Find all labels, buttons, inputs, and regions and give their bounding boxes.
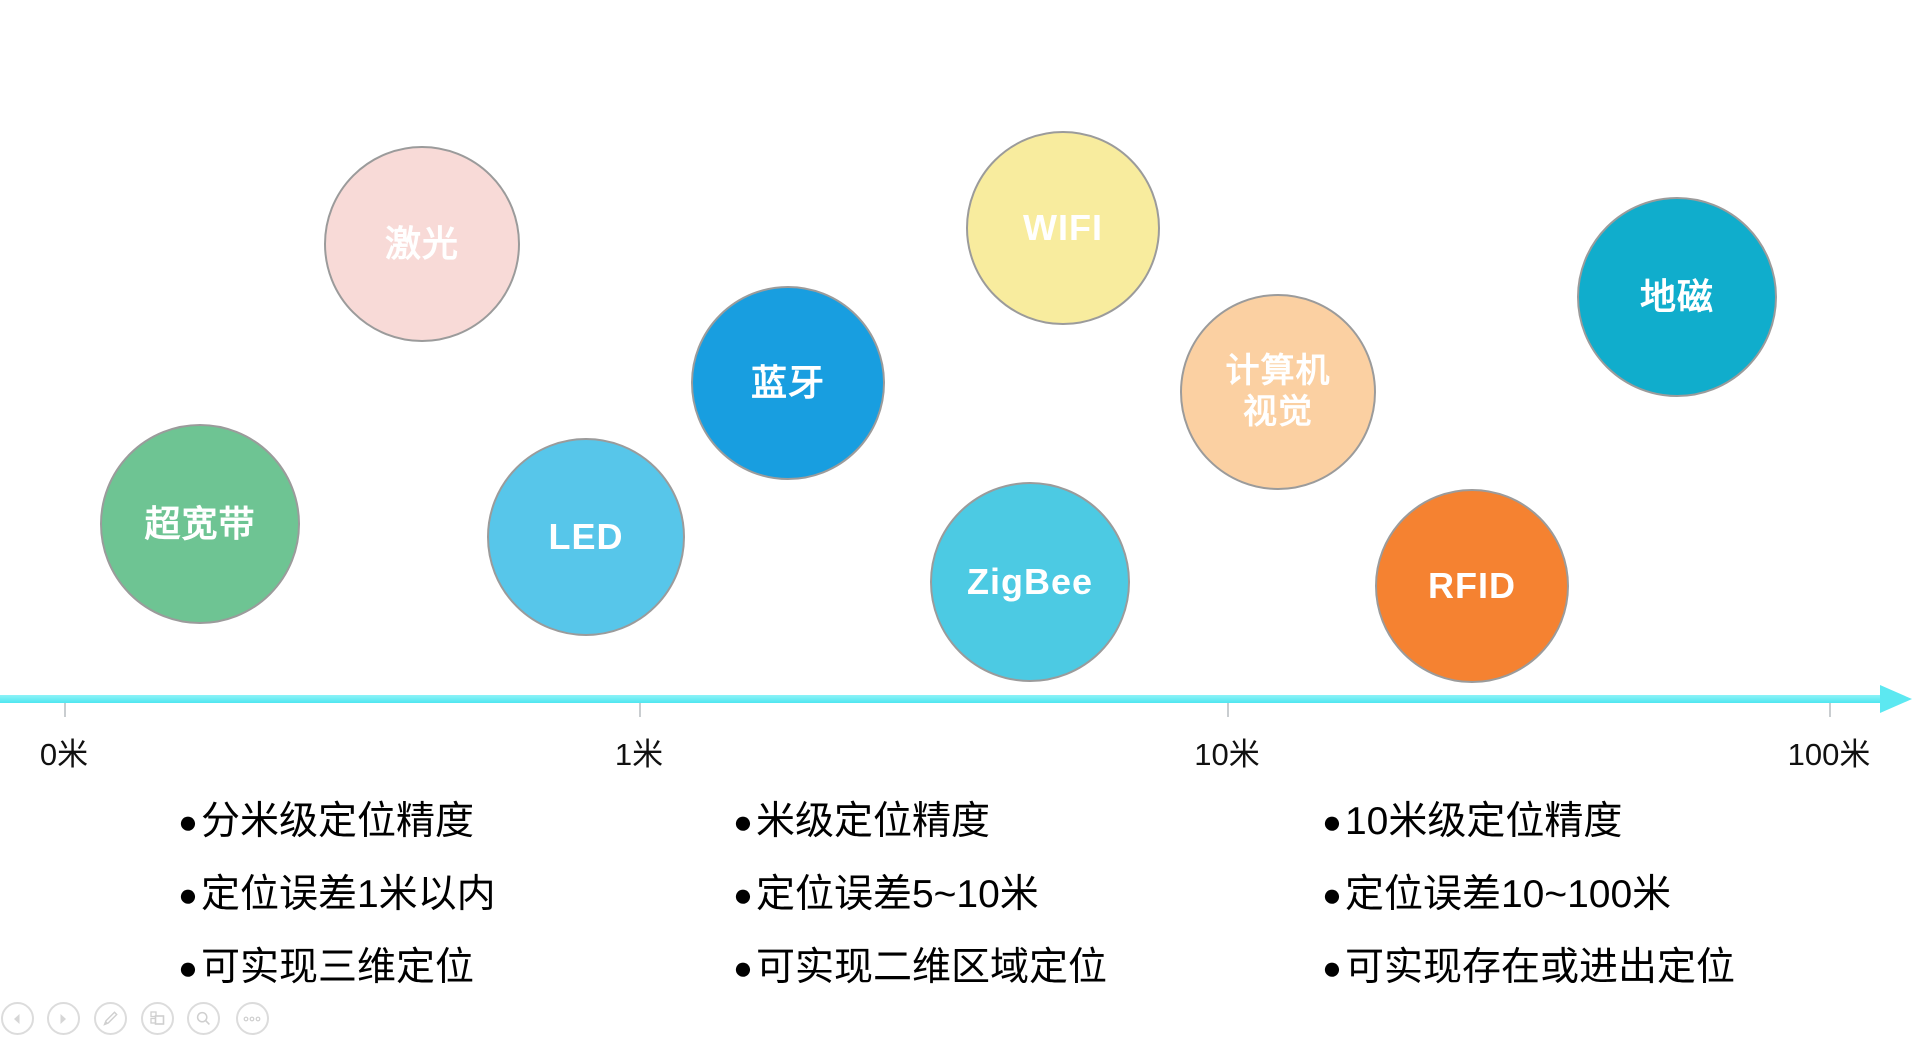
bubble-label: 超宽带	[144, 503, 256, 545]
note-item-text: 米级定位精度	[755, 800, 990, 843]
bullet-icon: ●	[1322, 803, 1342, 840]
axis-tick	[639, 703, 641, 717]
bullet-icon: ●	[178, 949, 198, 986]
next-button[interactable]	[46, 1002, 80, 1035]
bubble-uwb: 超宽带	[100, 424, 300, 624]
note-item: ●分米级定位精度	[178, 785, 496, 858]
more-button[interactable]	[235, 1002, 269, 1035]
prev-icon	[9, 1011, 25, 1027]
bubble-label: 激光	[384, 223, 459, 265]
axis-tick-label: 10米	[1194, 737, 1260, 772]
bullet-icon: ●	[178, 803, 198, 840]
note-column-1: ●分米级定位精度●定位误差1米以内●可实现三维定位	[178, 785, 496, 1004]
slides-icon	[149, 1010, 166, 1027]
bubble-laser: 激光	[324, 146, 520, 342]
bullet-icon: ●	[733, 949, 753, 986]
axis-tick-label: 1米	[614, 737, 664, 772]
slides-button[interactable]	[140, 1002, 174, 1035]
note-item-text: 定位误差10~100米	[1344, 873, 1672, 916]
bullet-icon: ●	[1322, 876, 1342, 913]
bullet-icon: ●	[1322, 949, 1342, 986]
axis-tick	[64, 703, 66, 717]
axis-tick-label: 100米	[1787, 737, 1871, 772]
next-icon	[55, 1011, 71, 1027]
bubble-bluetooth: 蓝牙	[691, 286, 885, 480]
bubble-geomagnetic: 地磁	[1577, 197, 1777, 397]
magnifier-button[interactable]	[186, 1002, 220, 1035]
axis-line	[0, 695, 1886, 703]
prev-button[interactable]	[0, 1002, 34, 1035]
note-item-text: 可实现三维定位	[200, 946, 474, 989]
bubble-zigbee: ZigBee	[930, 482, 1130, 682]
note-item: ●可实现存在或进出定位	[1322, 931, 1735, 1004]
more-icon	[243, 1015, 261, 1023]
note-item-text: 可实现存在或进出定位	[1344, 946, 1735, 989]
bubble-label: 蓝牙	[750, 362, 825, 404]
note-item: ●米级定位精度	[733, 785, 1107, 858]
bubble-label: RFID	[1428, 565, 1516, 607]
note-item-text: 定位误差5~10米	[755, 873, 1039, 916]
bubble-wifi: WIFI	[966, 131, 1160, 325]
bubble-label: WIFI	[1023, 207, 1103, 249]
note-item: ●可实现二维区域定位	[733, 931, 1107, 1004]
bubble-led: LED	[487, 438, 685, 636]
note-item: ●10米级定位精度	[1322, 785, 1735, 858]
note-item-text: 可实现二维区域定位	[755, 946, 1107, 989]
pen-button[interactable]	[93, 1002, 127, 1035]
pen-icon	[102, 1010, 119, 1027]
axis-tick	[1829, 703, 1831, 717]
note-item: ●可实现三维定位	[178, 931, 496, 1004]
note-item-text: 10米级定位精度	[1344, 800, 1623, 843]
note-item: ●定位误差5~10米	[733, 858, 1107, 931]
note-item-text: 分米级定位精度	[200, 800, 474, 843]
note-item: ●定位误差1米以内	[178, 858, 496, 931]
axis-tick-label: 0米	[39, 737, 89, 772]
bubble-computer-vision: 计算机视觉	[1180, 294, 1376, 490]
note-column-3: ●10米级定位精度●定位误差10~100米●可实现存在或进出定位	[1322, 785, 1735, 1004]
bullet-icon: ●	[733, 803, 753, 840]
axis-arrowhead-icon	[1880, 685, 1912, 713]
bullet-icon: ●	[733, 876, 753, 913]
bubble-label: 视觉	[1243, 393, 1313, 431]
note-column-2: ●米级定位精度●定位误差5~10米●可实现二维区域定位	[733, 785, 1107, 1004]
bubble-rfid: RFID	[1375, 489, 1569, 683]
bubble-label: 地磁	[1639, 276, 1714, 318]
bullet-icon: ●	[178, 876, 198, 913]
note-item: ●定位误差10~100米	[1322, 858, 1735, 931]
bubble-label: LED	[548, 516, 624, 558]
note-item-text: 定位误差1米以内	[200, 873, 496, 916]
axis-tick	[1227, 703, 1229, 717]
bubble-label: ZigBee	[966, 561, 1094, 603]
magnifier-icon	[195, 1010, 212, 1027]
bubble-label: 计算机	[1225, 351, 1331, 390]
